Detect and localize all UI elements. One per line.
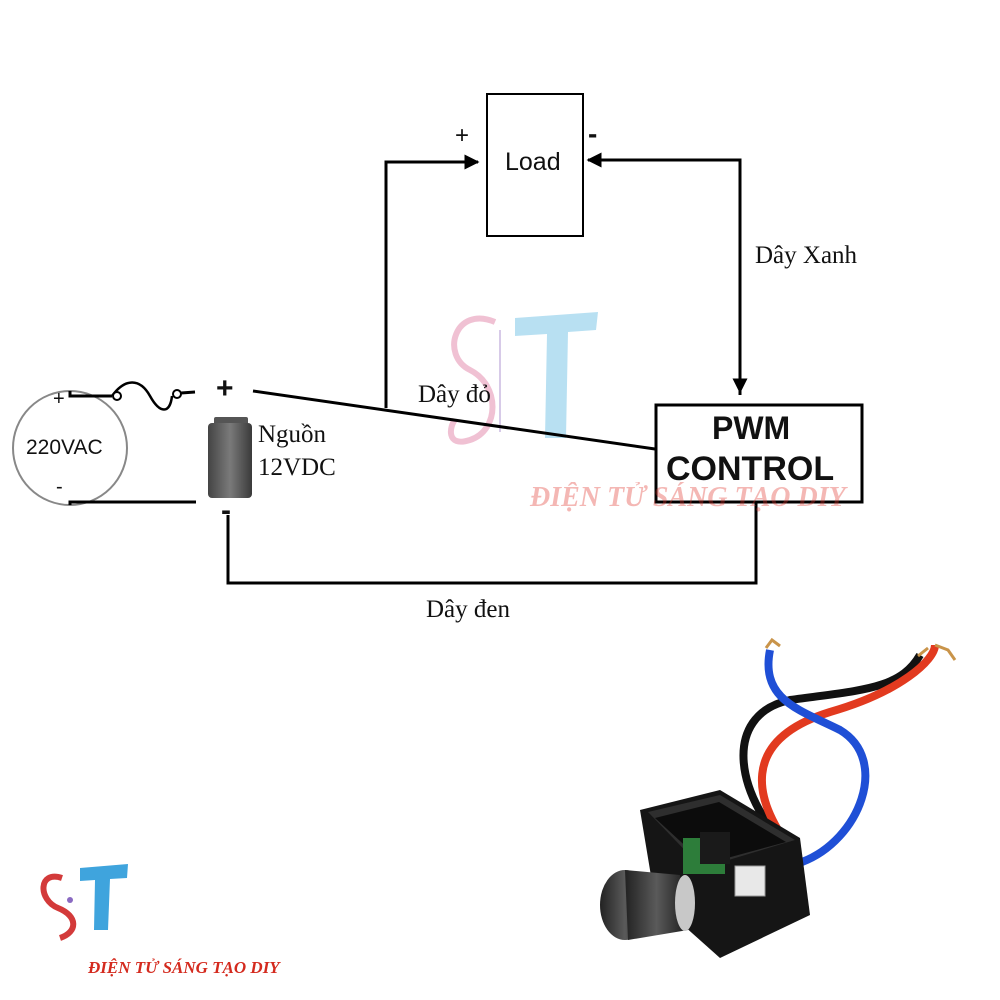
red-wire: [252, 389, 656, 451]
load-minus-label: -: [588, 118, 598, 149]
load-plus-label: +: [455, 122, 470, 149]
pwm-label-line2: CONTROL: [666, 450, 835, 488]
red-wire-label: Dây đỏ: [418, 381, 491, 408]
ac-plus-label: +: [53, 388, 65, 410]
black-wire-label: Dây đen: [426, 596, 510, 623]
red-wire-to-load: [384, 154, 480, 408]
battery-minus-label: -: [221, 494, 231, 527]
watermark-logo-icon: [447, 312, 598, 445]
black-wire: [226, 502, 758, 585]
load-label: Load: [505, 148, 561, 176]
fuse-icon: [110, 381, 174, 411]
pwm-dimmer-module-icon: [600, 637, 957, 958]
battery-plus-label: +: [216, 372, 234, 405]
blue-wire: [590, 158, 742, 395]
ac-minus-label: -: [56, 476, 63, 498]
ac-source-label: 220VAC: [26, 436, 103, 459]
brand-text: ĐIỆN TỬ SÁNG TẠO DIY: [88, 958, 280, 977]
blue-wire-label: Dây Xanh: [755, 242, 858, 269]
battery-icon: [208, 417, 252, 498]
load-box: [486, 93, 584, 237]
pwm-control-box: [654, 403, 864, 504]
brand-logo-icon: [40, 864, 128, 941]
power-label-line2: 12VDC: [258, 454, 336, 481]
power-label-line1: Nguồn: [258, 421, 327, 448]
pwm-label-line1: PWM: [712, 410, 791, 446]
watermark-brand-text: ĐIỆN TỬ SÁNG TẠO DIY: [530, 482, 846, 513]
